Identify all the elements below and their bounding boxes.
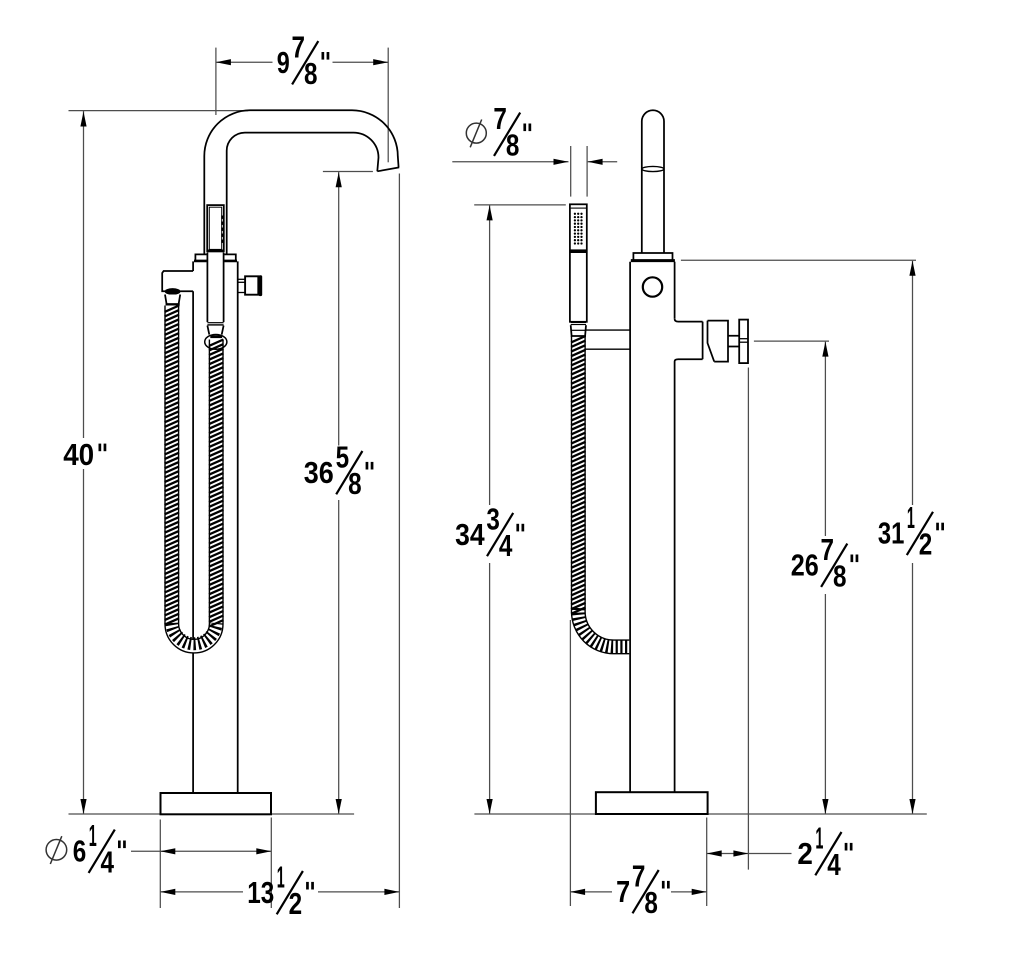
svg-text:8: 8 (506, 128, 520, 163)
svg-text:3: 3 (486, 501, 500, 536)
svg-text:7: 7 (493, 101, 507, 136)
svg-text:7: 7 (616, 874, 630, 909)
svg-text:34: 34 (455, 517, 485, 552)
svg-text:1: 1 (907, 500, 915, 535)
svg-text:1: 1 (815, 820, 823, 855)
svg-text:8: 8 (833, 559, 847, 594)
svg-text:7: 7 (632, 858, 646, 893)
svg-text:1: 1 (277, 859, 285, 894)
svg-text:36: 36 (304, 455, 334, 490)
svg-text:26: 26 (791, 548, 819, 583)
svg-text:40: 40 (63, 437, 94, 472)
svg-text:9: 9 (277, 45, 290, 80)
svg-text:8: 8 (644, 885, 658, 920)
svg-text:6: 6 (73, 834, 87, 869)
svg-text:31: 31 (878, 516, 905, 551)
svg-text:2: 2 (289, 886, 303, 921)
svg-text:4: 4 (101, 845, 115, 880)
svg-text:4: 4 (827, 847, 841, 882)
svg-text:7: 7 (821, 532, 835, 567)
svg-text:13: 13 (247, 875, 274, 910)
svg-text:2: 2 (919, 527, 933, 562)
svg-text:5: 5 (336, 439, 350, 474)
svg-text:8: 8 (304, 56, 318, 91)
svg-text:7: 7 (292, 30, 306, 65)
svg-text:1: 1 (89, 818, 97, 853)
svg-text:2: 2 (797, 836, 813, 871)
svg-text:4: 4 (499, 528, 513, 563)
svg-text:8: 8 (348, 466, 362, 501)
